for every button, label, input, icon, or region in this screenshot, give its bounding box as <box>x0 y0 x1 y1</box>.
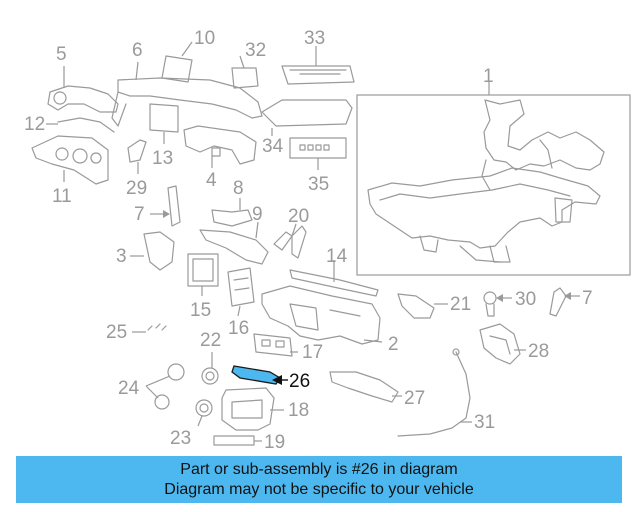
callout-1: 1 <box>483 66 494 87</box>
callout-30: 30 <box>515 289 536 310</box>
callout-20: 20 <box>288 206 309 227</box>
callout-3: 3 <box>116 246 127 267</box>
part-30 <box>483 291 512 317</box>
part-32 <box>231 55 259 89</box>
callout-11: 11 <box>52 186 72 207</box>
part-27 <box>329 371 402 403</box>
part-7-left <box>150 185 181 227</box>
callout-16: 16 <box>228 318 249 339</box>
part-17 <box>253 333 298 357</box>
callout-32: 32 <box>245 40 266 61</box>
callout-21: 21 <box>450 294 471 315</box>
callout-28: 28 <box>528 341 549 362</box>
callout-17: 17 <box>302 342 323 363</box>
part-21 <box>397 293 448 319</box>
callout-14: 14 <box>326 246 348 267</box>
callout-25: 25 <box>106 322 127 343</box>
part-23 <box>195 399 213 427</box>
part-34 <box>261 99 353 136</box>
callout-6: 6 <box>132 40 143 61</box>
part-19 <box>213 435 262 446</box>
callout-18: 18 <box>288 400 309 421</box>
part-24 <box>145 363 185 410</box>
part-13 <box>149 103 179 144</box>
part-3 <box>130 231 175 271</box>
part-7-right <box>549 287 580 317</box>
part-9 <box>199 221 269 265</box>
part-26-highlighted <box>231 365 288 385</box>
callout-35: 35 <box>308 174 329 195</box>
part-12 <box>46 117 115 133</box>
part-31 <box>397 348 472 437</box>
callout-7a: 7 <box>134 204 145 225</box>
callout-19: 19 <box>264 432 285 453</box>
part-11 <box>31 135 109 185</box>
callout-9: 9 <box>252 204 263 225</box>
callout-27: 27 <box>404 388 425 409</box>
banner-line-2: Diagram may not be specific to your vehi… <box>164 481 474 498</box>
part-18 <box>221 387 284 431</box>
part-20 <box>273 223 307 259</box>
callout-5: 5 <box>56 44 67 65</box>
part-16 <box>227 267 255 317</box>
callout-15: 15 <box>190 300 211 321</box>
part-25 <box>132 323 167 333</box>
callout-33: 33 <box>304 28 325 49</box>
callout-4: 4 <box>206 170 217 191</box>
part-8 <box>211 198 253 227</box>
part-29 <box>127 139 147 174</box>
callout-26: 26 <box>289 371 310 392</box>
callout-13: 13 <box>152 148 173 169</box>
banner-line-1: Part or sub-assembly is #26 in diagram <box>180 461 458 478</box>
callout-8: 8 <box>233 178 244 199</box>
part-35 <box>289 137 347 170</box>
callout-22: 22 <box>200 330 221 351</box>
part-4 <box>183 125 257 168</box>
part-22 <box>201 352 219 385</box>
part-33 <box>281 46 355 85</box>
part-14 <box>289 260 379 297</box>
callout-2: 2 <box>388 334 399 355</box>
part-1-dash-frame <box>356 82 631 276</box>
callout-10: 10 <box>194 28 215 49</box>
part-5 <box>47 66 119 113</box>
callout-7b: 7 <box>582 288 593 309</box>
callout-24: 24 <box>118 378 140 399</box>
part-10 <box>161 41 193 83</box>
callout-31: 31 <box>474 412 495 433</box>
callout-34: 34 <box>262 136 284 157</box>
callout-29: 29 <box>126 178 147 199</box>
callout-12: 12 <box>24 114 45 135</box>
part-28 <box>479 323 526 365</box>
part-15 <box>187 253 219 296</box>
part-info-banner: Part or sub-assembly is #26 in diagram D… <box>16 456 622 503</box>
part-2 <box>261 285 383 345</box>
part-6 <box>111 61 263 127</box>
callout-23: 23 <box>170 428 191 449</box>
